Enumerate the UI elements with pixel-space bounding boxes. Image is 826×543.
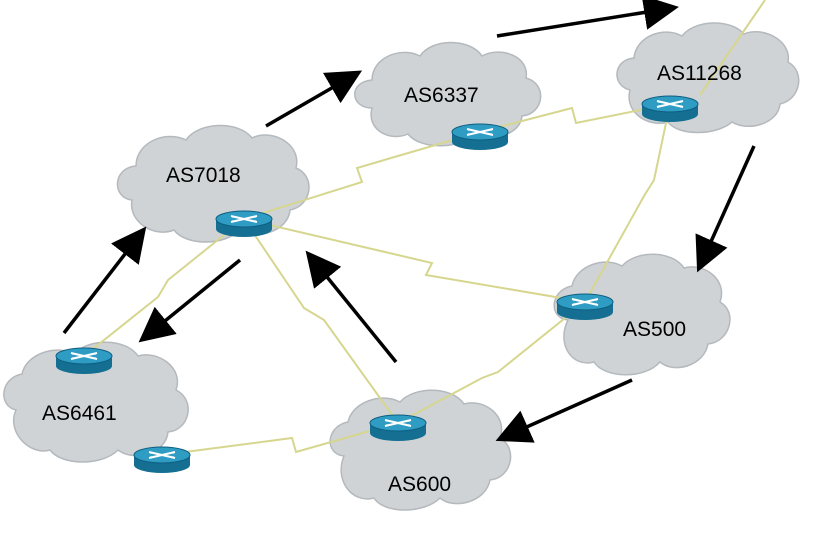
arrows — [62, 0, 756, 443]
node-label-as6461: AS6461 — [42, 402, 117, 425]
router-icon — [556, 293, 614, 321]
node-label-as7018: AS7018 — [166, 164, 241, 187]
link-as7018-as500 — [243, 218, 586, 303]
arrow-as11268-as500 — [695, 145, 756, 273]
link-as500-as600 — [397, 301, 586, 424]
cloud-as6337 — [354, 41, 542, 147]
router-icon — [215, 210, 273, 238]
link-as6461-as600 — [161, 422, 399, 456]
arrow-as600-as7018 — [305, 250, 398, 364]
arrow-as6461-as7018 — [62, 226, 147, 335]
link-as7018-as6461 — [83, 218, 245, 357]
router-icon — [55, 347, 113, 375]
arrow-as6337-as11268 — [496, 0, 679, 38]
link-as11268-external — [699, 0, 766, 96]
router-icon — [369, 414, 427, 442]
link-as7018-as6337 — [243, 131, 481, 220]
node-label-as500: AS500 — [623, 318, 686, 341]
router-icon — [451, 123, 509, 151]
link-as11268-as500 — [584, 103, 671, 303]
arrow-as7018-as6337 — [265, 70, 363, 128]
link-as7018-as600 — [243, 218, 399, 424]
node-label-as11268: AS11268 — [657, 62, 742, 85]
router-icon — [133, 446, 191, 474]
node-label-as6337: AS6337 — [404, 84, 479, 107]
links — [83, 0, 766, 456]
link-as6337-as11268 — [479, 103, 671, 133]
arrow-as7018-as6461 — [138, 258, 242, 343]
cloud-as6461 — [3, 341, 189, 463]
cloud-as500 — [553, 253, 731, 376]
router-icon — [641, 95, 699, 123]
node-label-as600: AS600 — [388, 473, 451, 496]
arrow-as500-as600 — [495, 378, 633, 443]
